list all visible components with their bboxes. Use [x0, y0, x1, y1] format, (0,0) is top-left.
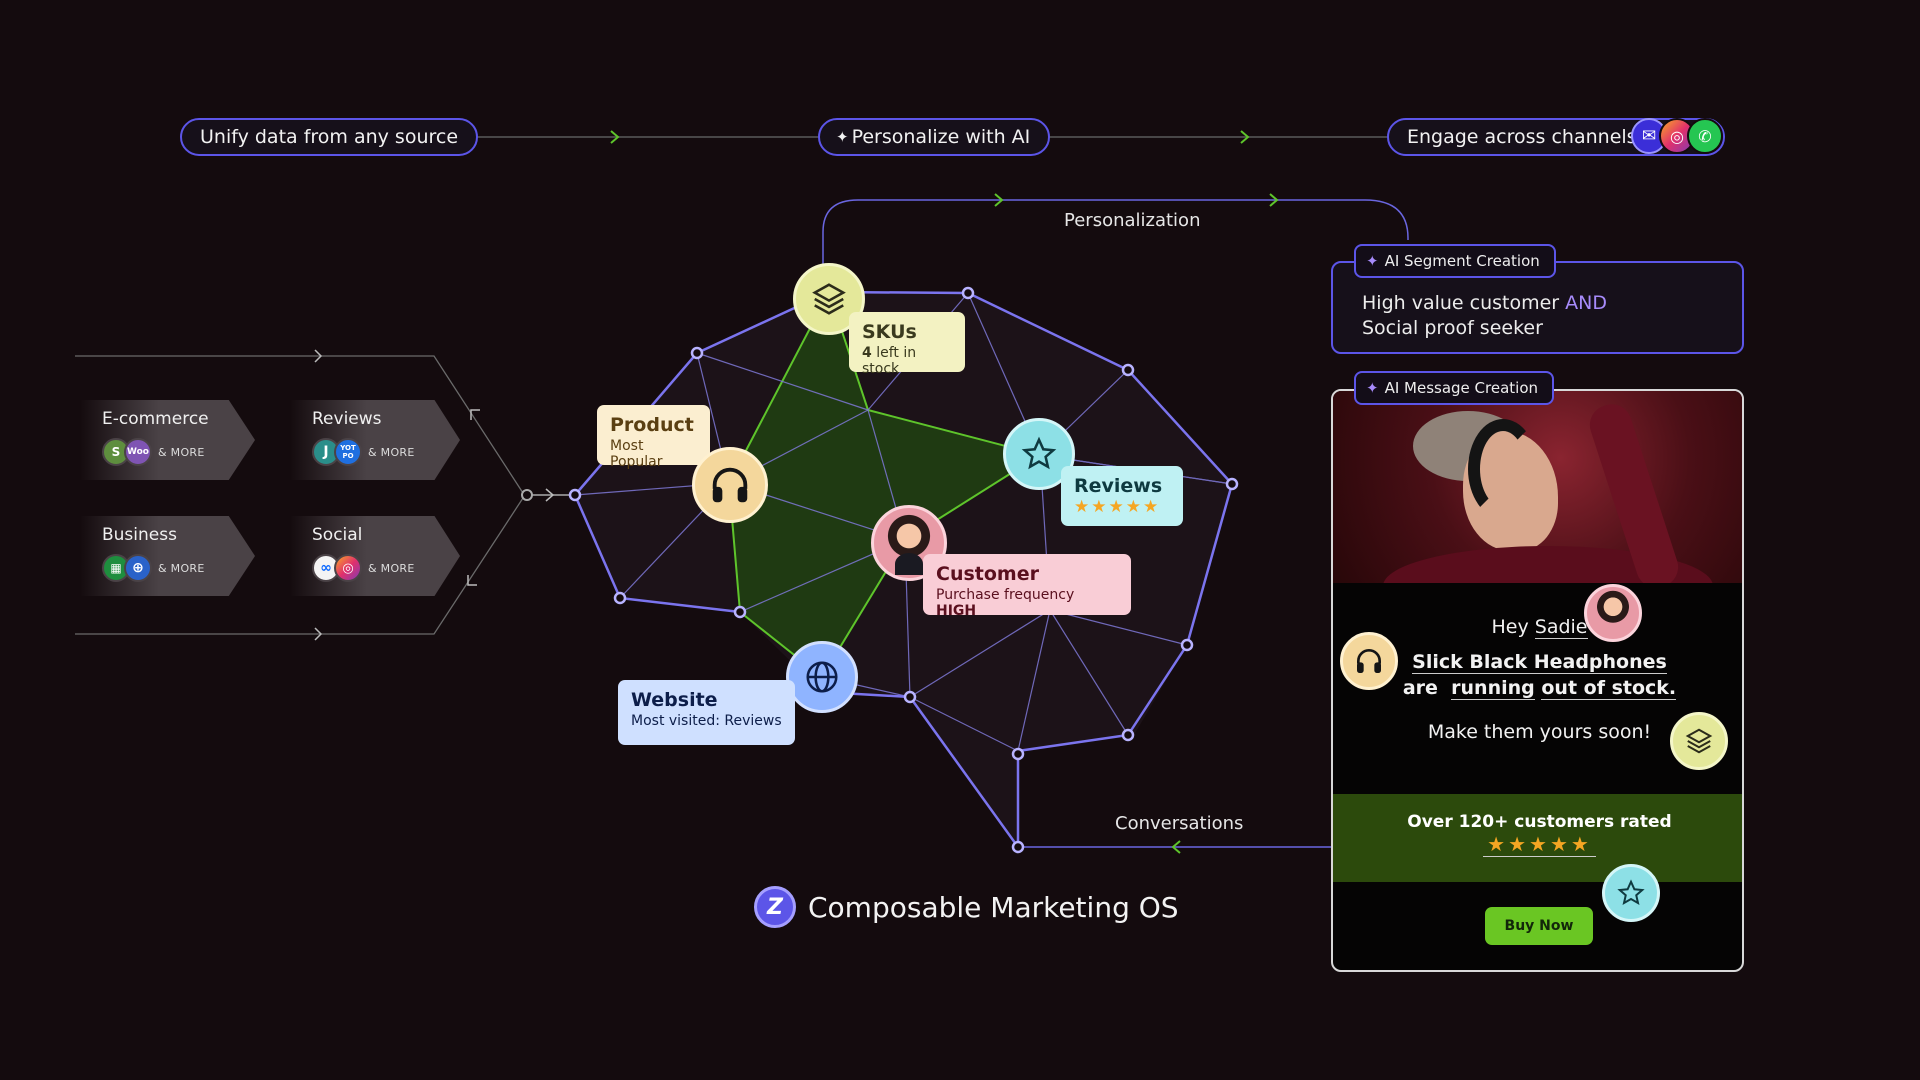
source-reviews-label: Reviews [312, 409, 382, 429]
instagram-icon: ◎ [334, 554, 362, 582]
globe-icon [806, 661, 838, 693]
source-business-label: Business [102, 525, 177, 545]
woo-icon: Woo [124, 438, 152, 466]
skus-detail: left in stock [862, 345, 917, 377]
message-tag-label: AI Message Creation [1384, 379, 1539, 397]
customer-title: Customer [936, 563, 1039, 585]
source-social-label: Social [312, 525, 363, 545]
globe-icon: ⊕ [124, 554, 152, 582]
layers-icon [812, 283, 846, 315]
conversations-label: Conversations [1115, 813, 1244, 834]
sparkle-icon: ✦ [1366, 252, 1379, 270]
sparkle-icon: ✦ [1366, 379, 1379, 397]
message-body: Hey Sadie Slick Black Headphones are run… [1333, 616, 1742, 743]
buy-now-button[interactable]: Buy Now [1485, 907, 1593, 945]
cta-text: Make them yours soon! [1427, 721, 1652, 743]
source-ecommerce-label: E-commerce [102, 409, 209, 429]
product-card: Product Most Popular [597, 405, 710, 470]
brand-logo-icon: Z [754, 886, 796, 928]
source-business-more: & MORE [158, 561, 205, 575]
headphones-icon [1357, 649, 1381, 673]
product-line: Slick Black Headphones [1333, 651, 1742, 674]
sparkle-icon: ✦ [836, 128, 849, 146]
source-ecommerce: E-commerce S Woo & MORE [80, 400, 255, 480]
customer-level: HIGH [936, 603, 977, 619]
website-title: Website [631, 689, 718, 711]
stock-line: are running out of stock. [1333, 677, 1742, 700]
layers-bubble [1670, 712, 1728, 770]
star-icon [1021, 436, 1057, 470]
source-social: Social ∞ ◎ & MORE [290, 516, 460, 596]
step-unify: Unify data from any source [180, 118, 479, 156]
segment-line2: Social proof seeker [1362, 317, 1543, 339]
rating-stars: ★★★★★ [1483, 832, 1596, 857]
product-title: Product [610, 414, 694, 436]
sender-avatar [1584, 584, 1642, 642]
segment-and: AND [1565, 292, 1607, 314]
greeting-text: Hey [1491, 616, 1535, 638]
greeting: Hey Sadie [1333, 616, 1742, 639]
stock-text: out of stock. [1541, 677, 1677, 700]
personalization-label: Personalization [1064, 210, 1201, 231]
brand-name: Composable Marketing OS [808, 890, 1179, 924]
are-text: are [1402, 677, 1438, 699]
website-card: Website Most visited: Reviews [618, 680, 795, 745]
headphones-icon [712, 467, 748, 503]
step-personalize-label: Personalize with AI [851, 126, 1031, 148]
reviews-stars: ★★★★★ [1074, 497, 1161, 517]
message-tag: ✦ AI Message Creation [1354, 371, 1555, 405]
reviews-card: Reviews ★★★★★ [1061, 466, 1183, 526]
segment-tag: ✦ AI Segment Creation [1354, 244, 1556, 278]
website-node [786, 641, 858, 713]
product-detail: Most Popular [610, 438, 663, 470]
headphones-icon [1468, 419, 1538, 519]
step-unify-label: Unify data from any source [200, 126, 459, 148]
layers-icon [1685, 728, 1713, 754]
source-business: Business ▦ ⊕ & MORE [80, 516, 255, 596]
source-ecommerce-more: & MORE [158, 445, 205, 459]
hero-image [1333, 391, 1742, 583]
skus-title: SKUs [862, 321, 917, 343]
segment-text: High value customer AND Social proof see… [1362, 291, 1607, 341]
headphones-bubble [1340, 632, 1398, 690]
rated-text: Over 120+ customers rated [1407, 812, 1672, 832]
customer-card: Customer Purchase frequency HIGH [923, 554, 1131, 619]
source-reviews: Reviews J YOT PO & MORE [290, 400, 460, 480]
website-detail: Most visited: Reviews [631, 713, 782, 729]
product-node [692, 447, 768, 523]
source-reviews-more: & MORE [368, 445, 415, 459]
customer-avatar [871, 505, 947, 581]
message-panel: Hey Sadie Slick Black Headphones are run… [1331, 389, 1744, 972]
brand: Z Composable Marketing OS [754, 886, 1179, 928]
avatar [895, 553, 923, 575]
customer-detail: Purchase frequency [936, 587, 1075, 603]
skus-count: 4 [862, 345, 872, 361]
shopify-icon: S [102, 438, 130, 466]
product-name: Slick Black Headphones [1412, 651, 1667, 674]
skus-card: SKUs 4 left in stock [849, 312, 965, 377]
step-engage-label: Engage across channels [1407, 126, 1637, 148]
source-social-more: & MORE [368, 561, 415, 575]
yotpo-icon: YOT PO [334, 438, 362, 466]
segment-tag-label: AI Segment Creation [1384, 252, 1540, 270]
star-icon [1617, 879, 1645, 905]
channel-icons: ✉ ◎ ✆ [1631, 118, 1723, 154]
instagram-icon: ◎ [1659, 118, 1695, 154]
star-bubble [1602, 864, 1660, 922]
reviews-title: Reviews [1074, 475, 1163, 497]
customer-name: Sadie [1534, 616, 1588, 639]
rating-stars-text: ★★★★★ [1487, 832, 1592, 856]
running-text: running [1451, 677, 1535, 700]
step-personalize: ✦Personalize with AI [818, 118, 1051, 156]
whatsapp-icon: ✆ [1687, 118, 1723, 154]
segment-line1: High value customer [1362, 292, 1566, 314]
rating-band: Over 120+ customers rated ★★★★★ [1333, 794, 1742, 882]
